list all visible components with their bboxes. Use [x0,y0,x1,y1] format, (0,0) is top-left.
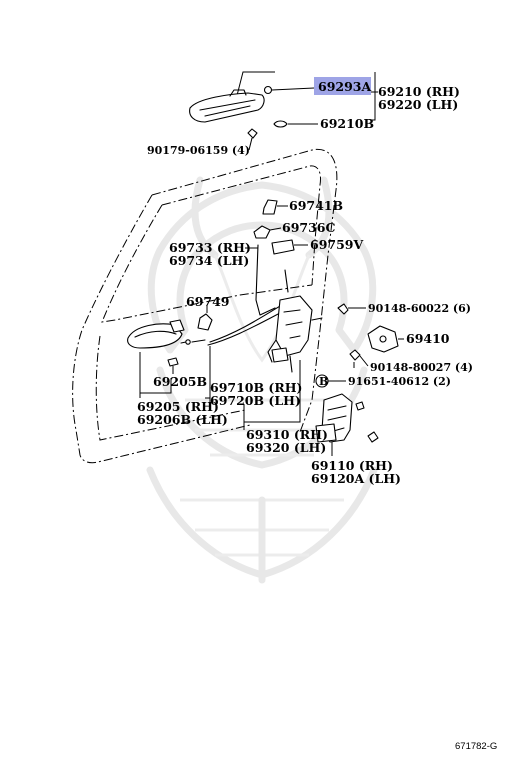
outside-handle-shape [189,92,265,123]
label-69720B[interactable]: 69720B (LH) [210,393,301,408]
label-69410[interactable]: 69410 [406,331,450,346]
part-labels: 69293A 69210 (RH) 69220 (LH) 69210B 9017… [137,79,473,486]
cover-69759V [271,239,295,255]
label-69759V[interactable]: 69759V [310,237,363,252]
label-69210[interactable]: 69210 (RH) [378,84,460,99]
screw-90148-60022 [337,303,349,315]
lock-body-69310 [275,295,313,357]
callout-brackets [205,346,301,430]
label-69205B[interactable]: 69205B [153,374,207,389]
label-B-marker: B [319,375,328,388]
outside-handle-group [189,71,378,151]
clip-69749 [197,313,213,331]
label-69749[interactable]: 69749 [186,294,230,309]
bolt-90179 [247,128,258,139]
rods-and-clips [180,199,308,346]
label-69741B[interactable]: 69741B [289,198,343,213]
label-69736C[interactable]: 69736C [282,220,335,235]
label-69710B[interactable]: 69710B (RH) [210,380,302,395]
label-69110[interactable]: 69110 (RH) [311,458,393,473]
highlight-69293A [314,77,371,95]
label-69733[interactable]: 69733 (RH) [169,240,251,255]
label-69220[interactable]: 69220 (LH) [378,97,458,112]
door-outline [72,148,338,464]
screw-69293A [263,85,273,95]
label-69734[interactable]: 69734 (LH) [169,253,249,268]
figure-id: 671782-G [455,741,497,752]
label-69205[interactable]: 69205 (RH) [137,399,219,414]
label-69293A[interactable]: 69293A [318,79,371,94]
screw-69205B [167,357,179,367]
label-69120A[interactable]: 69120A (LH) [311,471,401,486]
label-69210B[interactable]: 69210B [320,116,374,131]
watermark-logo [146,176,378,584]
label-90148-60022[interactable]: 90148-60022 (6) [368,302,471,315]
door-latch-assembly [315,393,379,456]
label-69206B[interactable]: 69206B (LH) [137,412,228,427]
label-91651[interactable]: 91651-40612 (2) [348,375,451,388]
label-69310[interactable]: 69310 (RH) [246,427,328,442]
pad-69210B [273,120,288,128]
label-69320[interactable]: 69320 (LH) [246,440,326,455]
inside-handle-shape [127,323,183,349]
screw-90148-80027 [349,349,361,361]
clip-69736C [253,225,271,239]
label-90179[interactable]: 90179-06159 (4) [147,144,250,157]
label-90148-80027[interactable]: 90148-80027 (4) [370,361,473,374]
clip-69741B [262,199,278,215]
door-lock-assembly [267,295,404,388]
inside-handle-group [127,319,185,398]
striker-69410 [367,325,399,353]
